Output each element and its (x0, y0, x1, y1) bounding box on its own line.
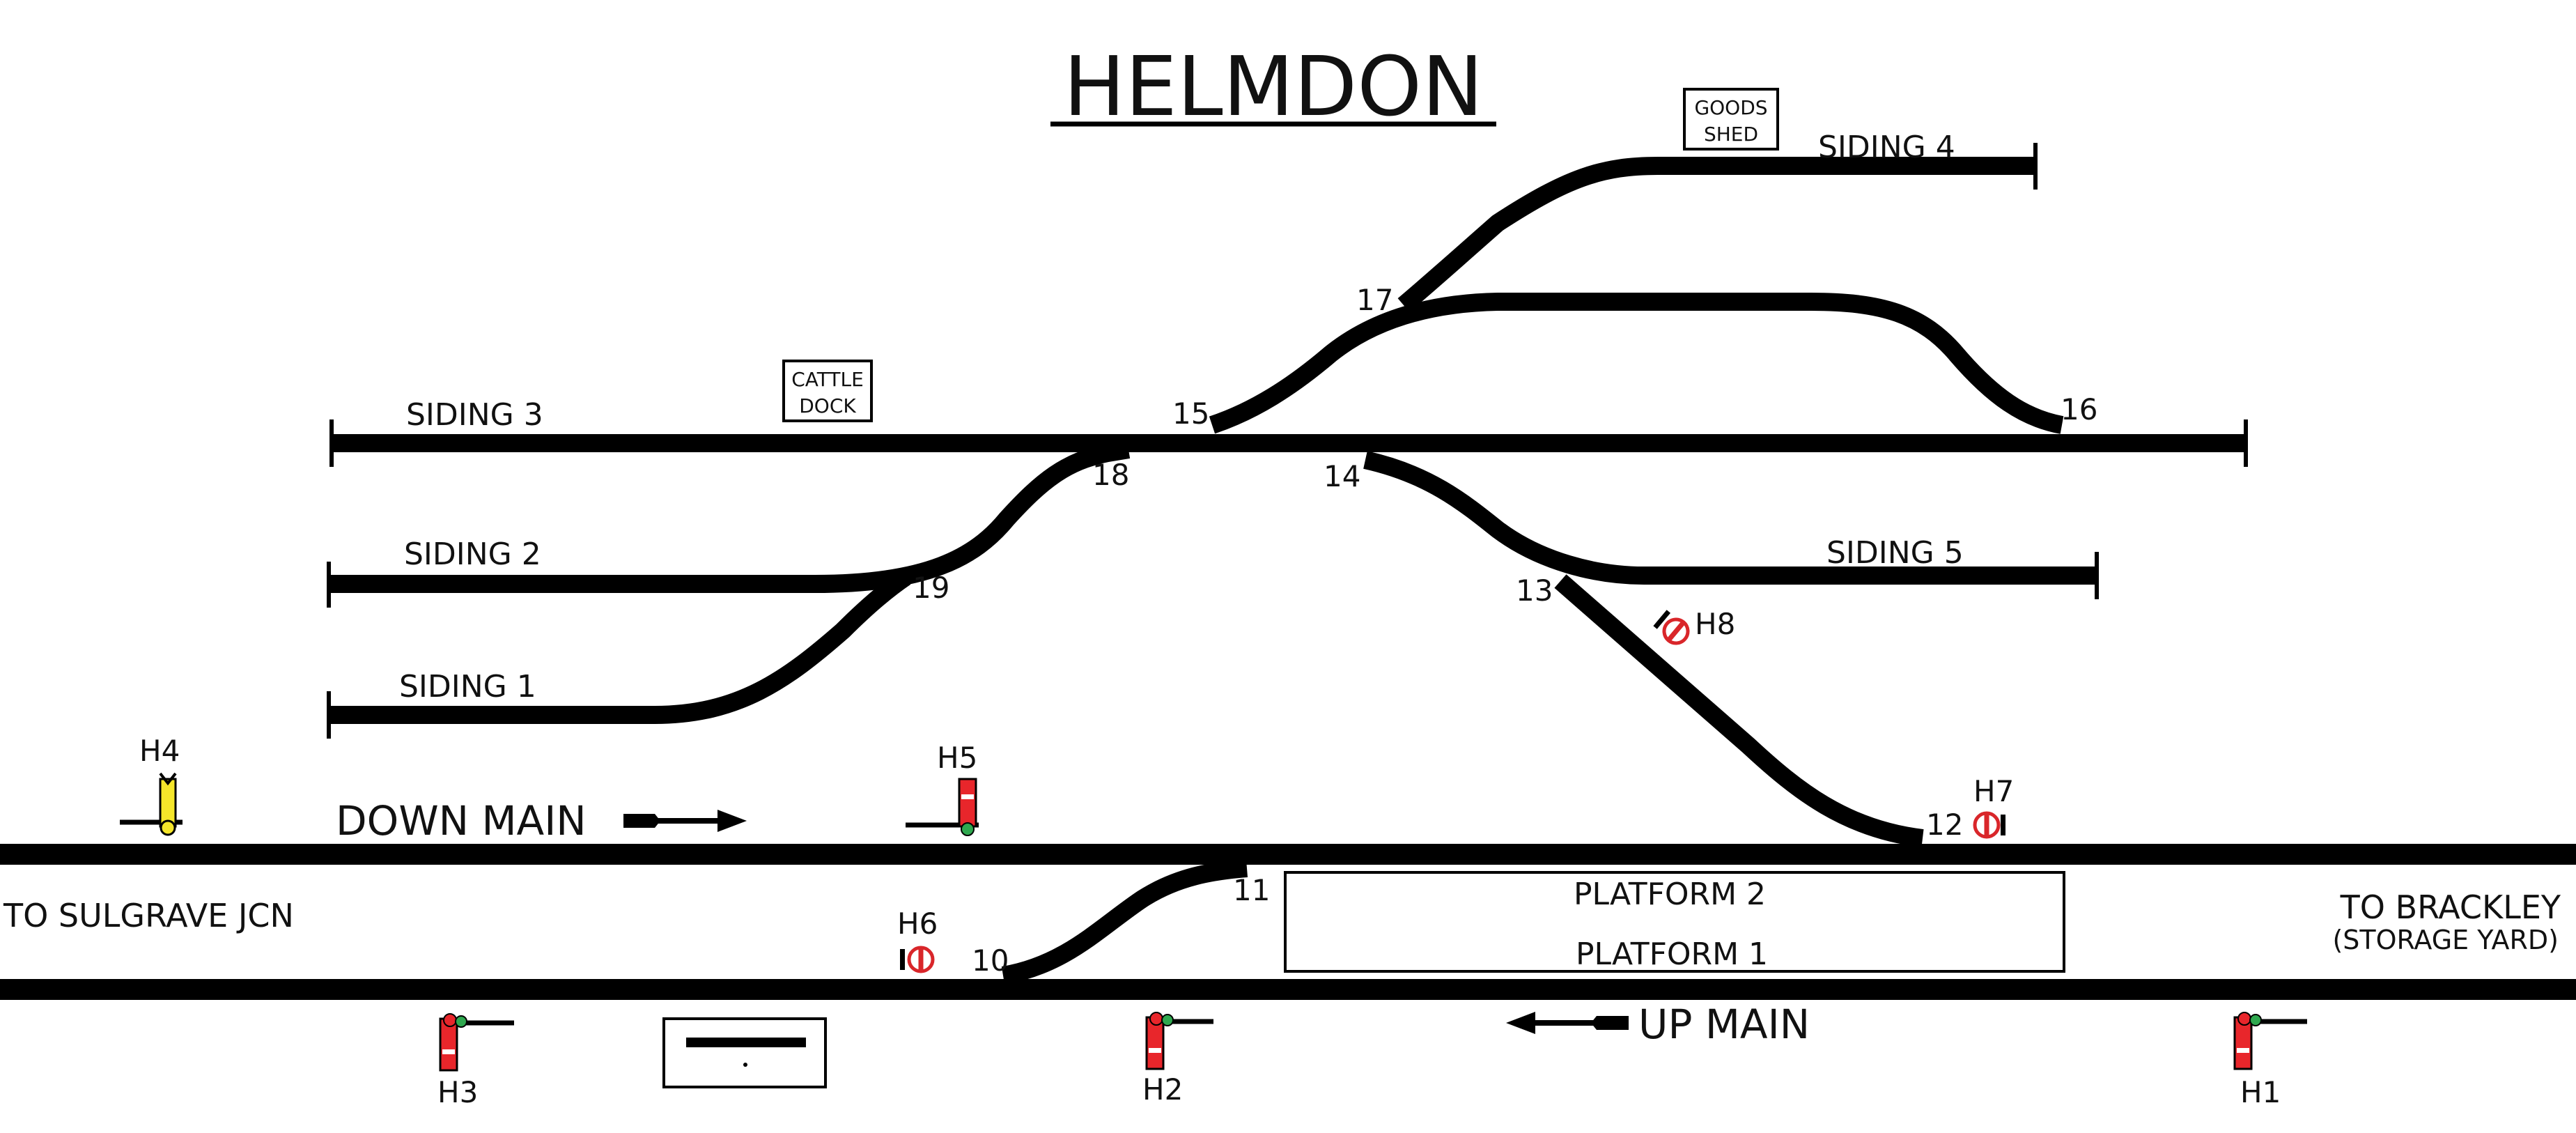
platform (1284, 871, 2065, 973)
point-17-label: 17 (1356, 283, 1393, 317)
signal-h1-label: H1 (2240, 1075, 2281, 1109)
branch-13-12-track (1554, 574, 1924, 847)
siding-4-track (1397, 157, 2035, 312)
signal-h3-label: H3 (437, 1075, 478, 1109)
east-destination-sublabel: (STORAGE YARD) (2332, 925, 2559, 955)
point-10-label: 10 (972, 943, 1009, 978)
signal-h2-label: H2 (1142, 1072, 1183, 1107)
crossover-10-11-track (1001, 859, 1248, 985)
signal-h8-ground-disc-icon (1653, 610, 1690, 645)
loop-15-16-track (1209, 293, 2064, 434)
signal-h8-label: H8 (1695, 607, 1735, 641)
platform-2-label: PLATFORM 2 (1574, 877, 1766, 912)
signal-h7-label: H7 (1973, 774, 2014, 808)
cattle-dock-box (782, 360, 873, 422)
signal-h5-stop-signal-icon (906, 778, 979, 836)
down-main-arrow-icon (623, 810, 747, 832)
up-main-arrow-icon (1506, 1012, 1629, 1034)
goods-shed-label-1: GOODS (1694, 96, 1767, 119)
page-title: HELMDON (1064, 38, 1484, 134)
siding-3-label: SIDING 3 (406, 397, 543, 433)
east-destination-label: TO BRACKLEY (2340, 888, 2561, 926)
siding-1-track (329, 569, 911, 724)
siding-1-label: SIDING 1 (399, 669, 536, 704)
platform-1-label: PLATFORM 1 (1576, 937, 1768, 972)
signal-box-icon (662, 1017, 827, 1088)
siding-2-track (329, 440, 1131, 593)
goods-shed-box (1683, 88, 1779, 151)
siding-2-label: SIDING 2 (404, 537, 541, 572)
point-15-label: 15 (1172, 396, 1209, 431)
signal-h4-distant-signal-icon (120, 772, 183, 836)
down-main-label: DOWN MAIN (336, 797, 587, 845)
siding-4-label: SIDING 4 (1818, 130, 1955, 165)
signal-h1-stop-signal-icon (2233, 1012, 2307, 1070)
signal-h2-stop-signal-icon (1145, 1012, 1213, 1070)
signal-h7-ground-disc-icon (1973, 811, 2005, 839)
goods-shed-label-2: SHED (1704, 123, 1758, 146)
point-16-label: 16 (2061, 392, 2097, 426)
signal-h3-stop-signal-icon (439, 1013, 514, 1072)
siding-5-label: SIDING 5 (1826, 535, 1964, 571)
signal-h4-label: H4 (139, 734, 180, 768)
point-18-label: 18 (1092, 458, 1129, 492)
cattle-dock-label-1: CATTLE (791, 368, 864, 391)
siding-5-track (1363, 451, 2097, 585)
point-14-label: 14 (1324, 459, 1360, 493)
point-19-label: 19 (913, 571, 949, 605)
up-main-label: UP MAIN (1638, 1001, 1810, 1048)
point-13-label: 13 (1516, 573, 1553, 608)
cattle-dock-label-2: DOCK (799, 394, 856, 417)
point-12-label: 12 (1926, 808, 1963, 842)
signal-h5-label: H5 (937, 741, 977, 775)
signal-h6-ground-disc-icon (900, 946, 935, 973)
west-destination-label: TO SULGRAVE JCN (3, 897, 294, 934)
signal-h6-label: H6 (897, 907, 938, 941)
point-11-label: 11 (1233, 873, 1270, 907)
